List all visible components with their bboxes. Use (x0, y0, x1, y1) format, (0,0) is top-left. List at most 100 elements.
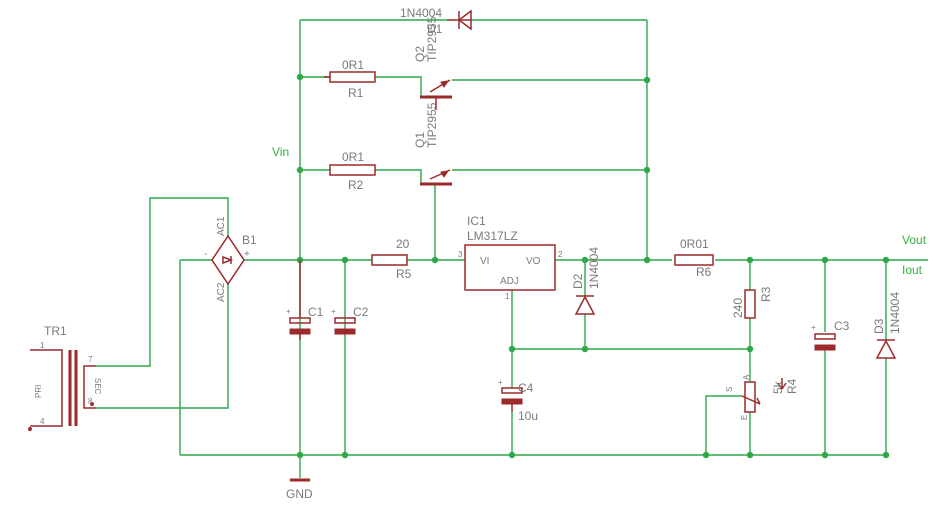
junction-node (431, 256, 439, 264)
c4-value-label: 10u (518, 409, 538, 423)
r5-value-label: 20 (396, 237, 410, 251)
ic1-value-label: LM317LZ (467, 229, 518, 243)
diode-d1 (447, 9, 472, 31)
junction-node (341, 256, 349, 264)
junction-node (882, 256, 890, 264)
ic1-pin-vi: VI (480, 256, 489, 267)
tr1-pin-4: 4 (40, 417, 45, 426)
ic1-pin-number-2: 2 (558, 250, 563, 259)
b1-ac2-label: AC2 (216, 282, 227, 302)
transformer-tr1 (28, 349, 96, 431)
junction-node (821, 256, 829, 264)
net-label-vin: Vin (272, 145, 289, 159)
junction-node (746, 345, 754, 353)
potentiometer-r4 (741, 378, 787, 413)
r1-value-label: 0R1 (342, 58, 364, 72)
r6-name-label: R6 (696, 265, 712, 279)
resistor-r3 (744, 289, 756, 319)
svg-text:+: + (331, 307, 336, 316)
junction-node (581, 345, 589, 353)
junction-nodes (296, 73, 890, 459)
tr1-pri-label: PRI (34, 385, 43, 398)
svg-text:+: + (286, 307, 291, 316)
transistor-q1 (420, 169, 452, 186)
junction-node (296, 166, 304, 174)
ic1-name-label: IC1 (467, 214, 486, 228)
junction-node (508, 345, 516, 353)
r4-name-label: R4 (785, 378, 799, 394)
d1-value-label: 1N4004 (400, 6, 442, 20)
d2-value-label: 1N4004 (587, 247, 601, 289)
junction-node (746, 451, 754, 459)
junction-node (821, 451, 829, 459)
d3-value-label: 1N4004 (888, 292, 902, 334)
junction-node (882, 451, 890, 459)
tr1-pin-7: 7 (88, 355, 93, 364)
r1-name-label: R1 (348, 86, 364, 100)
r6-value-label: 0R01 (680, 237, 709, 251)
junction-node (643, 256, 651, 264)
svg-text:+: + (811, 323, 816, 332)
junction-node (702, 451, 710, 459)
capacitor-c1: + (286, 260, 311, 340)
resistor-r1 (324, 71, 376, 83)
resistor-r5 (371, 254, 408, 266)
gnd-label: GND (286, 487, 313, 501)
r4-pin-a-label: A (742, 374, 751, 380)
d2-name-label: D2 (571, 273, 585, 289)
b1-name-label: B1 (242, 233, 257, 247)
ic1-pin-number-3: 3 (458, 250, 463, 259)
b1-ac1-label: AC1 (216, 216, 227, 236)
r3-value-label: 240 (731, 298, 745, 318)
c1-name-label: C1 (308, 305, 324, 319)
junction-node (296, 73, 304, 81)
r2-name-label: R2 (348, 178, 364, 192)
capacitor-c4: + (498, 378, 523, 412)
c4-name-label: C4 (518, 381, 534, 395)
capacitor-c2: + (331, 307, 356, 335)
junction-node (508, 451, 516, 459)
b1-plus-label: + (244, 249, 250, 260)
svg-text:+: + (498, 378, 503, 387)
junction-node (581, 256, 589, 264)
junction-node (643, 76, 651, 84)
b1-minus-label: - (204, 249, 207, 260)
q1-value-label: TIP2955 (425, 102, 439, 148)
q1-name-label: Q1 (413, 132, 427, 148)
c2-name-label: C2 (353, 305, 369, 319)
ic1-pin-vo: VO (526, 256, 541, 267)
c3-name-label: C3 (834, 319, 850, 333)
tr1-pin-8: 8 (88, 397, 93, 406)
ic1-pin-adj: ADJ (500, 276, 519, 287)
junction-node (296, 451, 304, 459)
tr1-sec-label: SEC (93, 378, 102, 395)
r4-pin-e-label: E (740, 415, 749, 420)
transistor-q2 (420, 79, 452, 110)
d3-name-label: D3 (872, 318, 886, 334)
junction-node (341, 451, 349, 459)
capacitor-c3: + (811, 323, 836, 351)
net-label-vout: Vout (902, 233, 927, 247)
resistor-r2 (329, 164, 376, 176)
junction-node (746, 256, 754, 264)
r3-name-label: R3 (759, 286, 773, 302)
diode-d2 (574, 295, 596, 315)
ic1-pin-number-1: 1 (505, 292, 510, 301)
junction-node (643, 166, 651, 174)
r5-name-label: R5 (396, 267, 412, 281)
d1-name-label: D1 (427, 22, 443, 36)
net-label-iout: Iout (902, 263, 923, 277)
r4-pin-s-label: S (725, 387, 734, 392)
r2-value-label: 0R1 (342, 150, 364, 164)
tr1-pin-1: 1 (40, 341, 45, 350)
resistor-r6 (674, 254, 714, 266)
q2-name-label: Q2 (413, 46, 427, 62)
r4-value-label: 5k (771, 380, 785, 394)
q2-value-label: TIP2955 (425, 16, 439, 62)
tr1-name-label: TR1 (44, 324, 67, 338)
diode-d3 (875, 339, 897, 359)
bridge-rectifier-b1 (211, 234, 245, 286)
regulator-ic1 (464, 244, 556, 291)
